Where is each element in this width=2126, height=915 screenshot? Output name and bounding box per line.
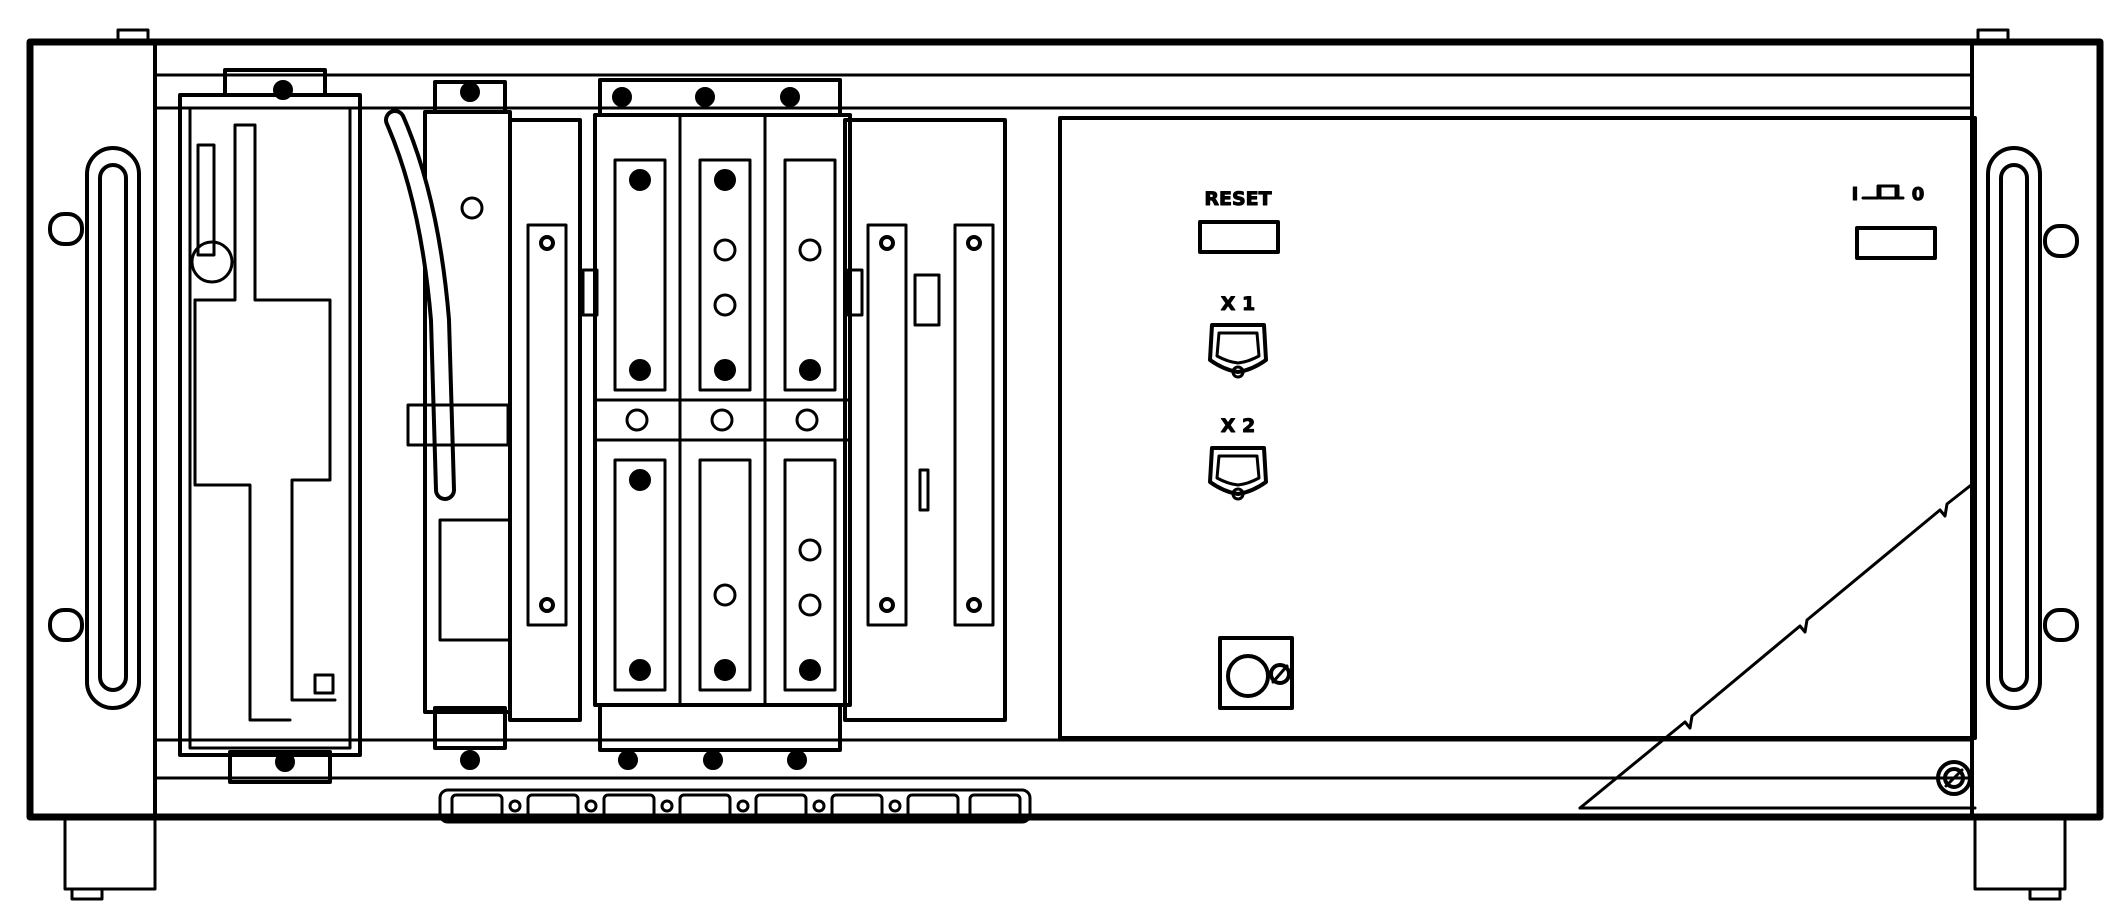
card-knob-icon [714,169,736,191]
drive-indicator-icon [313,673,335,695]
power-on-label: I [1852,184,1859,205]
chassis [26,38,2104,821]
card-knob-icon [629,169,651,191]
screw-icon [460,82,480,102]
power-switch-icon [1861,184,1905,200]
card-knob-icon [629,659,651,681]
screw-icon [618,750,638,770]
x1-connector[interactable] [1208,323,1268,379]
left-handle[interactable] [48,146,141,710]
card-knob-icon [799,659,821,681]
screw-icon [703,750,723,770]
disk-drive-module [178,68,362,784]
chassis-feet [63,815,2067,901]
card-cage [581,78,864,770]
front-panel [1058,116,1977,740]
screw-icon [460,750,480,770]
right-handle[interactable] [1986,146,2079,710]
power-off-label: 0 [1912,184,1925,205]
ground-screw-icon [1936,760,1972,796]
panel-cutaway [1578,480,1977,810]
x1-label: X 1 [1221,293,1255,315]
card-knob-icon [714,659,736,681]
screw-icon [275,752,295,772]
card-module-cable [384,80,512,770]
screw-icon [612,87,632,107]
screw-icon [695,87,715,107]
screw-icon [273,80,293,100]
x2-connector[interactable] [1208,446,1268,501]
card-slot-blank [508,118,582,722]
key-lock-icon[interactable] [1218,636,1294,710]
screw-icon [780,87,800,107]
card-slot-blank-pair [843,118,1007,722]
x2-label: X 2 [1221,415,1255,437]
card-knob-icon [629,469,651,491]
card-knob-icon [629,359,651,381]
reset-button[interactable] [1198,220,1280,254]
power-switch[interactable] [1855,226,1937,260]
bottom-connector-strip [438,788,1032,824]
reset-label: RESET [1204,188,1271,210]
top-tabs [116,28,2010,44]
screw-icon [787,750,807,770]
card-knob-icon [714,359,736,381]
card-knob-icon [799,359,821,381]
